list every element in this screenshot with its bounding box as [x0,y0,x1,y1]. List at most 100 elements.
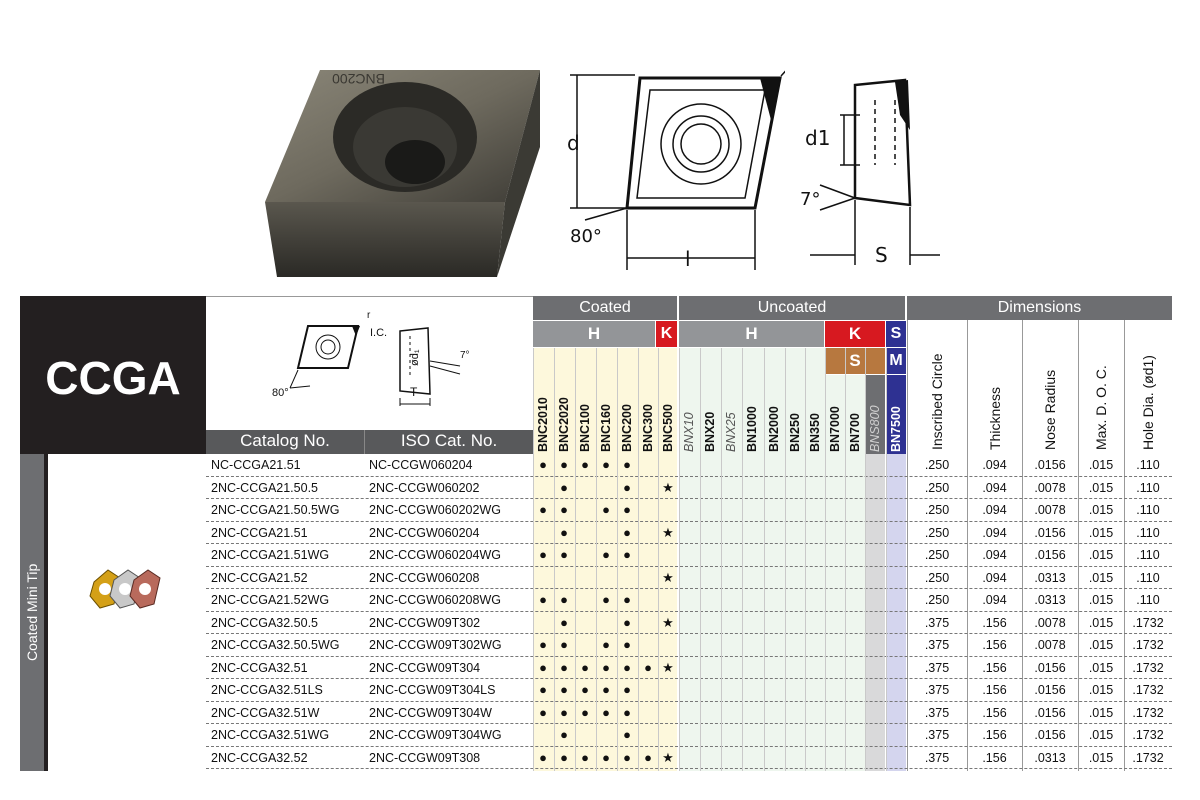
iso-cat-no-cell: 2NC-CCGW060204 [369,525,480,540]
dimension-cell-nose: .0156 [1034,683,1066,697]
catalog-no-header: Catalog No. [206,430,364,454]
insert-front-view-drawing: r d l 80° [567,70,785,271]
grade-column-divider [700,348,701,771]
iso-cat-no-cell: 2NC-CCGW060202 [369,480,480,495]
availability-dot-mark: ● [623,502,631,517]
availability-dot-mark: ● [623,659,631,675]
product-title: CCGA [45,352,181,404]
coated-k-header: K [656,321,677,347]
availability-dot-mark: ● [560,502,568,517]
grade-column-divider [785,348,786,771]
dimension-cell-thk: .156 [982,660,1007,675]
availability-dot-mark: ● [560,727,568,742]
dimension-cell-nose: .0156 [1034,548,1066,562]
dimension-cell-ic: .250 [924,548,950,562]
recommended-star-mark: ★ [662,659,674,675]
availability-dot-mark: ● [602,704,610,720]
s-label: S [875,243,888,267]
dimension-header-2: Nose Radius [1042,369,1058,450]
grade-column-divider [596,348,597,771]
table-row [206,567,1172,589]
catalog-no-cell: 2NC-CCGA21.50.5WG [211,503,340,517]
dimension-cell-doc: .015 [1088,503,1114,517]
availability-dot-mark: ● [539,704,547,720]
availability-dot-mark: ● [539,592,547,607]
availability-dot-mark: ● [539,457,547,472]
bns800-column-bg [865,375,885,771]
iso-cat-no-cell: 2NC-CCGW060208 [369,570,480,585]
grade-header-bnx20: BNX20 [703,411,717,452]
uncoated-k-header: K [825,321,885,347]
grade-column-divider [638,348,639,771]
catalog-no-cell: NC-CCGA21.51 [211,458,301,472]
availability-dot-mark: ● [602,592,610,607]
availability-dot-mark: ● [623,524,631,540]
dimension-cell-ic: .375 [924,683,950,697]
availability-dot-mark: ● [602,502,610,517]
dimension-cell-ic: .250 [924,458,950,472]
grade-header-bn250: BN250 [788,413,802,452]
dimension-cell-hole: .1732 [1132,615,1164,630]
dimension-cell-thk: .156 [982,683,1007,697]
dimension-cell-thk: .156 [982,728,1007,742]
recommended-star-mark: ★ [662,479,674,495]
dimension-cell-hole: .1732 [1132,705,1164,720]
availability-dot-mark: ● [581,749,589,765]
catalog-no-cell: 2NC-CCGA21.52 [211,570,308,585]
grade-column-divider [742,348,743,771]
availability-dot-mark: ● [560,659,568,675]
availability-dot-mark: ● [623,547,631,562]
availability-dot-mark: ● [560,637,568,652]
availability-dot-mark: ● [539,682,547,697]
dimension-cell-thk: .094 [982,503,1007,517]
dimension-cell-ic: .250 [924,525,950,540]
clearance-angle-label: 7° [800,189,820,210]
availability-dot-mark: ● [560,547,568,562]
catalog-no-cell: 2NC-CCGA32.51 [211,660,308,675]
uncoated-group-header: Uncoated [679,296,905,320]
dimension-header-0: Inscribed Circle [929,353,945,450]
section-gap [44,454,48,771]
dimension-cell-ic: .250 [924,570,950,585]
d-label: d [567,131,580,155]
table-row [206,544,1172,567]
dimension-cell-doc: .015 [1088,480,1114,495]
dimension-cell-nose: .0078 [1034,503,1066,517]
catalog-no-cell: 2NC-CCGA32.51W [211,705,320,720]
availability-dot-mark: ● [539,547,547,562]
availability-dot-mark: ● [581,704,589,720]
dimension-cell-ic: .375 [924,705,950,720]
availability-dot-mark: ● [623,614,631,630]
availability-dot-mark: ● [560,479,568,495]
dimension-column-divider [1022,320,1023,771]
dimensions-group-header: Dimensions [907,296,1172,320]
dimension-cell-thk: .094 [982,525,1007,540]
availability-dot-mark: ● [539,749,547,765]
dimension-cell-hole: .110 [1136,525,1160,540]
mini-clearance-label: 7° [460,350,470,361]
table-row [206,702,1172,724]
dimension-cell-hole: .1732 [1132,728,1164,742]
s-class-header: S [886,321,906,347]
availability-dot-mark: ● [581,457,589,472]
availability-dot-mark: ● [623,682,631,697]
availability-dot-mark: ● [623,704,631,720]
grade-header-bnx25: BNX25 [724,412,738,452]
grade-column-divider [886,348,887,771]
catalog-no-cell: 2NC-CCGA32.51WG [211,728,330,742]
availability-dot-mark: ● [602,457,610,472]
dimension-cell-ic: .250 [924,503,950,517]
table-row [206,454,1172,477]
uncoated-columns-bg [679,348,825,771]
dimension-cell-thk: .094 [982,570,1007,585]
availability-dot-mark: ● [602,637,610,652]
grade-column-divider [533,348,534,771]
catalog-no-cell: 2NC-CCGA21.51WG [211,548,330,562]
dimension-cell-hole: .1732 [1132,683,1164,697]
iso-cat-no-header: ISO Cat. No. [364,430,533,454]
availability-dot-mark: ● [560,749,568,765]
section-label-bar [20,454,44,771]
coated-columns-bg [533,348,677,771]
table-row [206,612,1172,634]
grade-column-divider [721,348,722,771]
